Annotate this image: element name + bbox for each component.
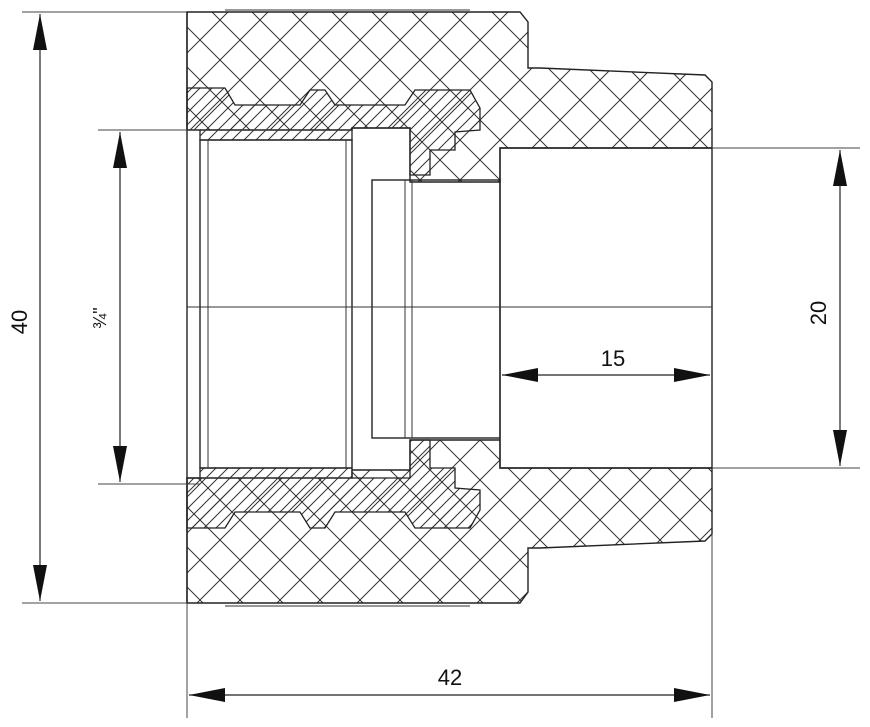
dimension-overall-length: 42 — [189, 665, 710, 702]
bore-outlines — [186, 9, 713, 607]
thread-size-label: ¾" — [90, 307, 110, 328]
dimension-socket-diameter: 20 — [806, 150, 847, 466]
dimension-overall-height: 40 — [7, 14, 47, 601]
socket-depth-label: 15 — [601, 346, 625, 371]
socket-diameter-label: 20 — [806, 301, 831, 325]
thread-bore — [199, 139, 353, 469]
insert-bottom — [186, 439, 481, 529]
middle-passage — [371, 179, 501, 439]
extension-lines — [22, 11, 860, 718]
socket-bore — [499, 147, 713, 469]
overall-length-label: 42 — [438, 665, 462, 690]
overall-height-label: 40 — [7, 310, 32, 334]
dimension-socket-depth: 15 — [502, 346, 710, 382]
dimension-thread-size: ¾" — [90, 132, 127, 482]
